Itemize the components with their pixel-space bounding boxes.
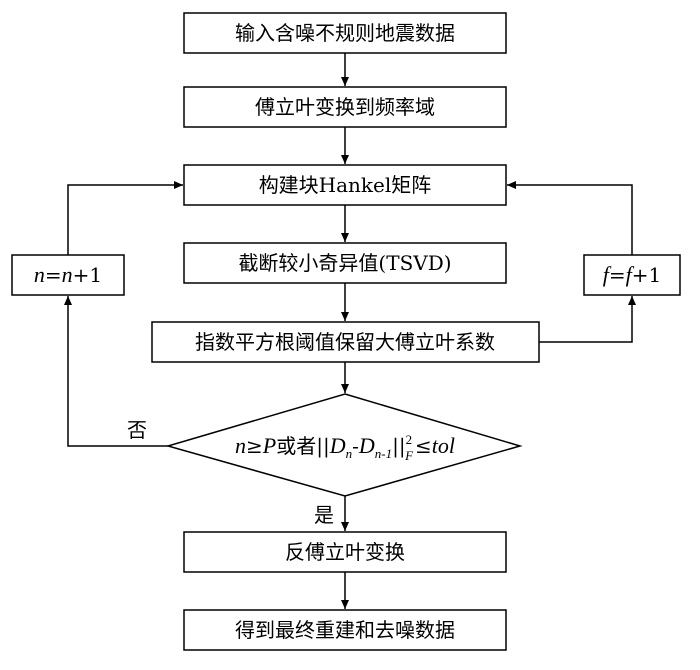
node-hankel-label: 构建块Hankel矩阵 <box>259 173 432 197</box>
decision-D1-sub: n <box>346 446 353 461</box>
edge-threshold-fupdate <box>539 296 636 343</box>
node-fourier: 傅立叶变换到频率域 <box>183 86 507 128</box>
decision-bars-close: || <box>392 434 405 459</box>
node-input-label: 输入含噪不规则地震数据 <box>235 21 455 45</box>
edge-label-no: 否 <box>127 418 147 442</box>
node-inverse: 反傅立叶变换 <box>183 531 507 573</box>
decision-D1: D <box>329 433 346 458</box>
decision-n: n <box>235 433 246 458</box>
decision-D2: D <box>358 433 375 458</box>
node-tsvd-label: 截断较小奇异值(TSVD) <box>238 251 451 275</box>
n-update-plus: +1 <box>73 263 102 287</box>
node-hankel: 构建块Hankel矩阵 <box>183 164 507 206</box>
node-output: 得到最终重建和去噪数据 <box>183 609 507 651</box>
edge-fupdate-hankel <box>507 181 633 255</box>
decision-sub-F: F <box>404 448 414 463</box>
decision-D2-sub: n-1 <box>375 446 392 461</box>
n-update-var: n <box>62 262 73 287</box>
f-update-var: f <box>626 262 635 287</box>
decision-or: 或者 <box>276 434 316 458</box>
decision-bars-open: || <box>316 434 329 459</box>
node-fourier-label: 傅立叶变换到频率域 <box>255 95 435 119</box>
decision-leq: ≤ <box>415 434 432 458</box>
decision-minus: - <box>352 434 359 458</box>
n-update-text: n=n+1 <box>34 262 102 287</box>
edge-nupdate-hankel <box>67 181 183 255</box>
node-f-update: f=f+1 <box>583 254 681 296</box>
decision-sup: 2 <box>406 432 413 447</box>
node-n-update: n=n+1 <box>11 254 125 296</box>
n-update-lhs: n <box>34 262 45 287</box>
f-update-plus: +1 <box>632 263 661 287</box>
node-threshold-label: 指数平方根阈值保留大傅立叶系数 <box>195 330 495 354</box>
f-update-eq: = <box>609 263 626 287</box>
node-input: 输入含噪不规则地震数据 <box>183 12 507 54</box>
edge-label-yes: 是 <box>314 503 334 527</box>
node-threshold: 指数平方根阈值保留大傅立叶系数 <box>151 321 540 363</box>
f-update-text: f=f+1 <box>603 262 662 287</box>
decision-P: P <box>262 433 276 458</box>
decision-tol: tol <box>432 433 455 458</box>
node-inverse-label: 反傅立叶变换 <box>285 540 405 564</box>
node-tsvd: 截断较小奇异值(TSVD) <box>183 242 507 284</box>
decision-geq: ≥ <box>246 434 263 458</box>
edge-decision-nupdate <box>64 296 168 447</box>
n-update-eq: = <box>45 263 62 287</box>
node-output-label: 得到最终重建和去噪数据 <box>235 618 455 642</box>
f-update-lhs: f <box>603 262 612 287</box>
